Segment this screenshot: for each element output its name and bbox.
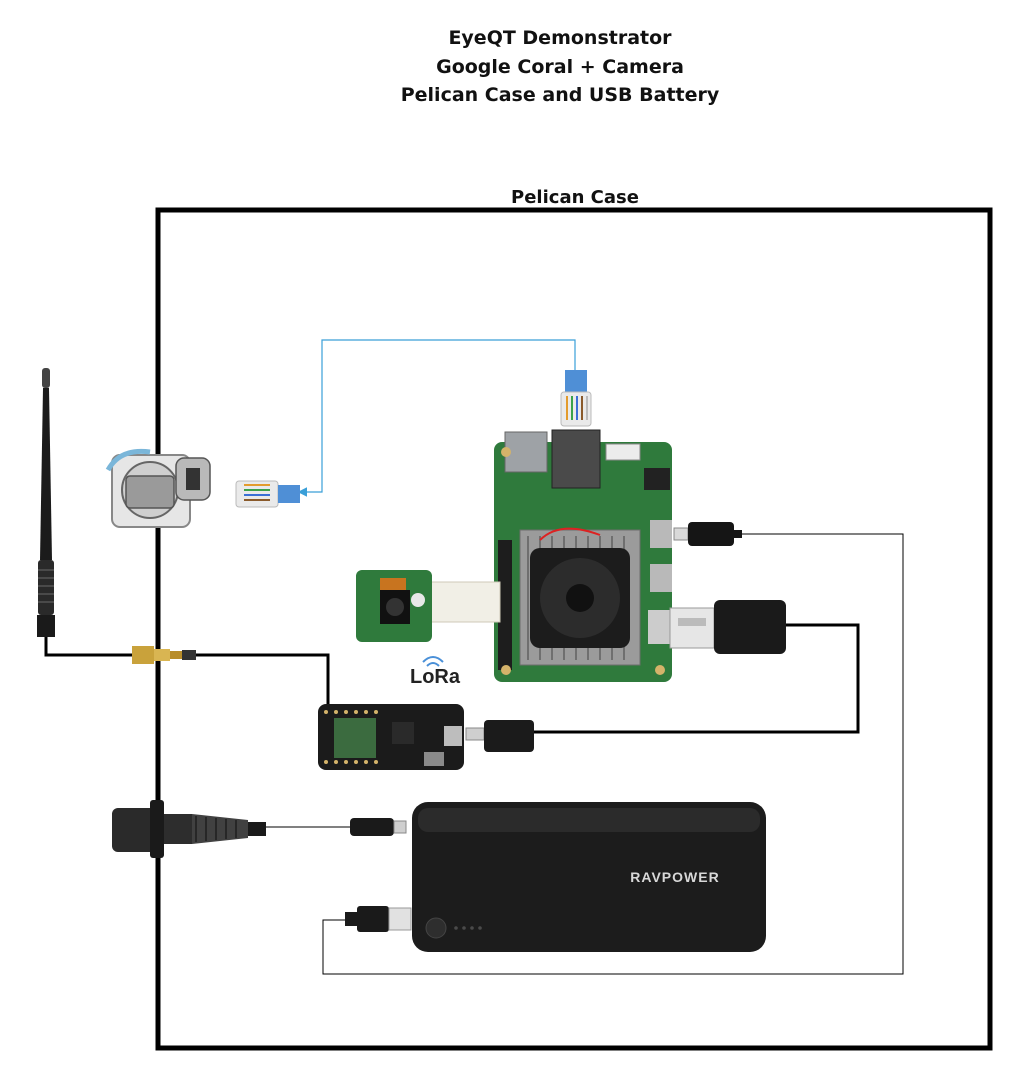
battery-brand-label: RAVPOWER [630, 869, 720, 885]
sma-connector-icon [132, 646, 196, 664]
lora-antenna-cable [195, 653, 330, 708]
antenna-cable [44, 637, 135, 657]
cable-gland-icon [112, 800, 266, 858]
camera-module-icon [356, 570, 501, 642]
usb-c-plug-icon [350, 818, 407, 836]
usb-battery-icon [412, 802, 766, 952]
usb-a-plug-icon [669, 600, 786, 654]
rj45-plug-icon [560, 370, 592, 427]
micro-usb-plug-icon [465, 720, 534, 752]
lora-power-cable [533, 623, 860, 734]
rj45-plug-icon [235, 480, 300, 508]
coral-power-cable [322, 533, 904, 975]
lora-board-icon [318, 704, 464, 770]
usb-a-plug-icon [345, 906, 412, 932]
title-line-1: EyeQT Demonstrator [448, 27, 672, 49]
lora-logo: LoRa [410, 666, 460, 688]
lora-wave-icon [422, 656, 444, 667]
pelican-case-label: Pelican Case [511, 187, 639, 208]
title-line-2: Google Coral + Camera [436, 55, 684, 78]
coral-board-icon [494, 429, 672, 682]
usb-c-plug-icon [673, 522, 742, 546]
antenna-icon [37, 368, 55, 637]
ethernet-bulkhead-icon [105, 448, 211, 528]
ethernet-cable [297, 339, 576, 497]
pelican-case-border [155, 207, 993, 1051]
title-line-3: Pelican Case and USB Battery [400, 84, 720, 106]
diagram-title: EyeQT Demonstrator Google Coral + Camera… [360, 24, 760, 110]
